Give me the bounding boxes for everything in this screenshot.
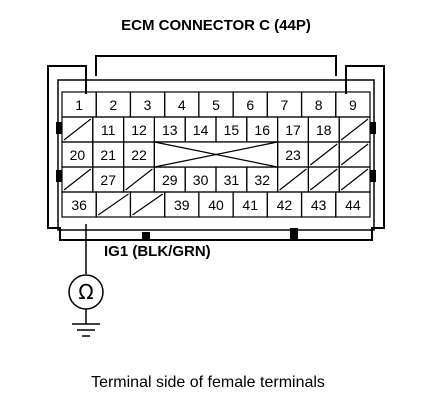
- pin-label: 17: [285, 122, 301, 138]
- empty-cavity-mark: [310, 168, 338, 191]
- blocked-area-cross: [154, 141, 278, 168]
- empty-cavity-mark: [125, 168, 153, 191]
- pin-label: 30: [193, 172, 209, 188]
- pin-label: 8: [315, 97, 323, 113]
- pin-label: 36: [71, 197, 87, 213]
- pin-label: 22: [131, 147, 147, 163]
- connector-title: ECM CONNECTOR C (44P): [121, 17, 311, 34]
- pin-label: 1: [75, 97, 83, 113]
- wire-label: IG1 (BLK/GRN): [104, 243, 211, 260]
- empty-cavity-mark: [279, 168, 307, 191]
- ohmmeter-icon: Ω: [78, 280, 93, 304]
- pin-cell: [335, 191, 371, 218]
- pin-label: 23: [285, 147, 301, 163]
- pin-label: 40: [208, 197, 224, 213]
- connector-shell: [47, 55, 385, 241]
- pin-label: 20: [70, 147, 86, 163]
- pin-label: 14: [193, 122, 209, 138]
- pin-label: 5: [212, 97, 220, 113]
- pin-label: 44: [345, 197, 361, 213]
- pin-label: 16: [254, 122, 270, 138]
- connector-latches: [56, 122, 376, 240]
- pin-label: 2: [109, 97, 117, 113]
- pin-label: 29: [162, 172, 178, 188]
- empty-cavity-mark: [97, 193, 129, 216]
- pin-label: 42: [277, 197, 293, 213]
- pin-label: 13: [162, 122, 178, 138]
- pin-label: 18: [316, 122, 332, 138]
- pin-label: 15: [224, 122, 240, 138]
- pin-label: 32: [254, 172, 270, 188]
- empty-cavity-mark: [340, 168, 369, 191]
- empty-cavity-mark: [340, 118, 369, 141]
- pin-label: 12: [131, 122, 147, 138]
- empty-cavity-mark: [63, 168, 92, 191]
- ig1-wire: [68, 224, 104, 337]
- pin-label: 21: [100, 147, 116, 163]
- empty-cavity-mark: [310, 143, 338, 166]
- empty-cavity-mark: [63, 118, 92, 141]
- empty-cavity-mark: [132, 193, 164, 216]
- empty-cavity-mark: [340, 143, 369, 166]
- pin-label: 43: [311, 197, 327, 213]
- pin-label: 39: [174, 197, 190, 213]
- caption: Terminal side of female terminals: [91, 374, 325, 391]
- pin-label: 27: [100, 172, 116, 188]
- pin-label: 6: [246, 97, 254, 113]
- pin-label: 31: [224, 172, 240, 188]
- pin-label: 41: [242, 197, 258, 213]
- pin-label: 4: [178, 97, 186, 113]
- pin-label: 3: [144, 97, 152, 113]
- pin-label: 7: [281, 97, 289, 113]
- pin-label: 11: [101, 122, 116, 138]
- pin-label: 9: [349, 97, 357, 113]
